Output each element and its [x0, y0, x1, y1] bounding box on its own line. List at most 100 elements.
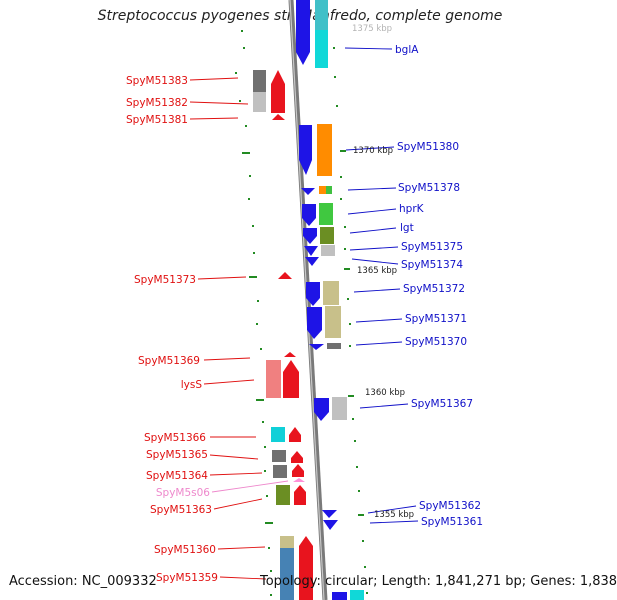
tick-mark	[334, 76, 336, 78]
leader-line	[219, 576, 267, 580]
gene-label: SpyM51362	[419, 500, 481, 512]
category-bar	[273, 465, 287, 478]
leader-line	[355, 318, 403, 323]
category-bars	[253, 0, 364, 600]
scale-ticks	[235, 30, 368, 596]
gene-label: SpyM51382	[126, 97, 188, 109]
gene-arrow-reverse	[322, 510, 337, 518]
gene-arrow-reverse	[299, 125, 312, 175]
category-bar	[321, 245, 335, 256]
gene-label: SpyM51374	[401, 259, 463, 271]
gene-arrow-forward	[283, 360, 299, 398]
tick-mark	[266, 495, 268, 497]
gene-label: lgt	[400, 222, 414, 234]
tick-mark	[264, 446, 266, 448]
category-bar	[319, 186, 326, 194]
gene-arrow-reverse	[323, 520, 338, 530]
gene-arrow-forward	[271, 70, 285, 113]
gene-arrow-reverse	[303, 228, 317, 244]
leader-line	[359, 403, 409, 409]
tick-mark	[253, 252, 255, 254]
leader-line	[367, 505, 417, 514]
gene-arrow-reverse	[296, 0, 310, 65]
gene-label: lysS	[181, 379, 203, 391]
tick-mark	[348, 395, 354, 397]
tick-mark	[235, 72, 237, 74]
gene-arrow-reverse	[305, 257, 319, 266]
scale-label: 1360 kbp	[365, 388, 405, 398]
gene-label: SpyM51367	[411, 398, 473, 410]
gene-label: SpyM51365	[146, 449, 208, 461]
tick-mark	[349, 323, 351, 325]
leader-line	[217, 546, 266, 550]
gene-label: SpyM5s06	[156, 487, 210, 499]
accession-text: Accession: NC_009332	[9, 574, 157, 589]
tick-mark	[249, 175, 251, 177]
category-bar	[280, 548, 294, 600]
tick-mark	[252, 225, 254, 227]
leader-line	[355, 341, 403, 346]
category-bar	[350, 590, 364, 600]
gene-arrow-reverse	[309, 344, 324, 350]
tick-mark	[248, 198, 250, 200]
gene-label: bglA	[395, 44, 419, 56]
tick-mark	[249, 276, 257, 278]
gene-label: SpyM51369	[138, 355, 200, 367]
tick-mark	[241, 30, 243, 32]
leader-line	[353, 288, 401, 293]
gene-arrow-forward	[294, 485, 306, 505]
leader-line	[211, 480, 289, 493]
leader-line	[203, 379, 255, 385]
genome-map-view: Streptococcus pyogenes str. Manfredo, co…	[9, 0, 617, 600]
gene-label: SpyM51360	[154, 544, 216, 556]
gene-label: SpyM51366	[144, 432, 206, 444]
gene-arrow-forward	[272, 114, 285, 120]
tick-mark	[265, 522, 273, 524]
category-bar	[271, 427, 285, 442]
scale-label: 1375 kbp	[352, 24, 392, 34]
leader-line	[345, 146, 395, 151]
gene-arrow-reverse	[304, 246, 318, 256]
leader-line	[209, 472, 263, 476]
gene-arrow-reverse	[301, 188, 315, 195]
category-bar	[325, 306, 341, 338]
tick-mark	[260, 348, 262, 350]
tick-mark	[336, 105, 338, 107]
tick-mark	[352, 418, 354, 420]
reverse-genes	[296, 0, 347, 600]
category-bar	[253, 92, 266, 112]
gene-label: SpyM51373	[134, 274, 196, 286]
leader-line	[189, 77, 239, 81]
gene-label: SpyM51378	[398, 182, 460, 194]
category-bar	[315, 30, 328, 68]
scale-label: 1365 kbp	[357, 266, 397, 276]
leader-line	[344, 47, 393, 50]
leader-line	[347, 208, 397, 215]
leader-line	[349, 246, 399, 251]
gene-arrow-forward	[284, 352, 296, 357]
leader-line	[197, 276, 247, 280]
gene-arrow-reverse	[302, 204, 316, 226]
category-bar	[266, 360, 281, 398]
tick-mark	[256, 399, 264, 401]
leader-lines	[189, 47, 419, 580]
gene-arrow-reverse	[314, 398, 329, 421]
gene-arrow-forward	[299, 536, 313, 600]
tick-mark	[243, 47, 245, 49]
tick-mark	[340, 176, 342, 178]
tick-mark	[358, 514, 364, 516]
tick-mark	[354, 440, 356, 442]
category-bar	[320, 227, 334, 244]
scale-label: 1355 kbp	[374, 510, 414, 520]
gene-label: SpyM51363	[150, 504, 212, 516]
tick-mark	[347, 298, 349, 300]
tick-mark	[358, 490, 360, 492]
category-bar	[332, 397, 347, 420]
topology-text: Topology: circular; Length: 1,841,271 bp…	[260, 574, 617, 589]
leader-line	[213, 498, 263, 510]
category-bar	[326, 186, 332, 194]
tick-mark	[356, 466, 358, 468]
scale-label: 1370 kbp	[353, 146, 393, 156]
category-bar	[272, 450, 286, 462]
gene-arrow-forward	[278, 272, 292, 279]
